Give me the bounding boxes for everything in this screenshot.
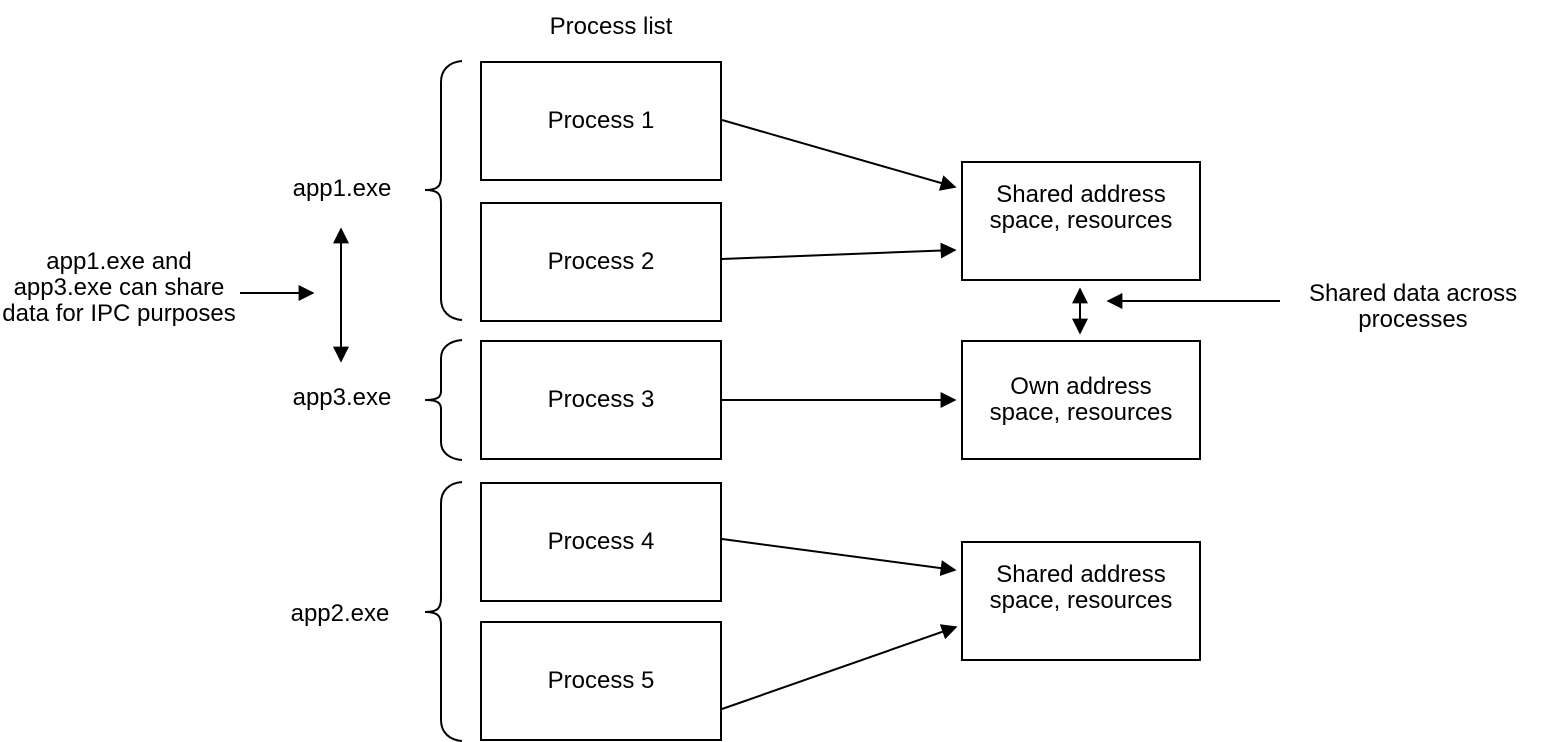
ipc-note: app1.exe and app3.exe can share data for… <box>2 248 236 327</box>
brace-app3 <box>424 339 463 461</box>
process-4-box: Process 4 <box>480 482 722 602</box>
brace-app1 <box>424 60 463 321</box>
process-2-box: Process 2 <box>480 202 722 322</box>
arrow-process2-to-shared-top <box>721 242 957 260</box>
process-list-title: Process list <box>549 13 673 40</box>
shared-address-box-bottom: Shared address space, resources <box>961 541 1201 661</box>
group-label-app3: app3.exe <box>292 384 392 411</box>
shared-data-note: Shared data across processes <box>1308 280 1518 333</box>
arrow-process5-to-shared-bottom <box>721 624 958 710</box>
arrow-process4-to-shared-bottom <box>721 538 957 577</box>
group-label-app2: app2.exe <box>290 600 390 627</box>
own-address-box: Own address space, resources <box>961 340 1201 460</box>
shared-address-box-top: Shared address space, resources <box>961 161 1201 281</box>
process-3-box: Process 3 <box>480 340 722 460</box>
brace-app2 <box>424 481 463 742</box>
process-1-box: Process 1 <box>480 61 722 181</box>
shared-address-box-top-label: Shared address space, resources <box>989 181 1173 234</box>
process-5-box: Process 5 <box>480 621 722 741</box>
own-address-box-label: Own address space, resources <box>989 373 1173 426</box>
group-label-app1: app1.exe <box>292 175 392 202</box>
arrow-process1-to-shared-top <box>721 119 957 191</box>
shared-address-box-bottom-label: Shared address space, resources <box>989 561 1173 614</box>
